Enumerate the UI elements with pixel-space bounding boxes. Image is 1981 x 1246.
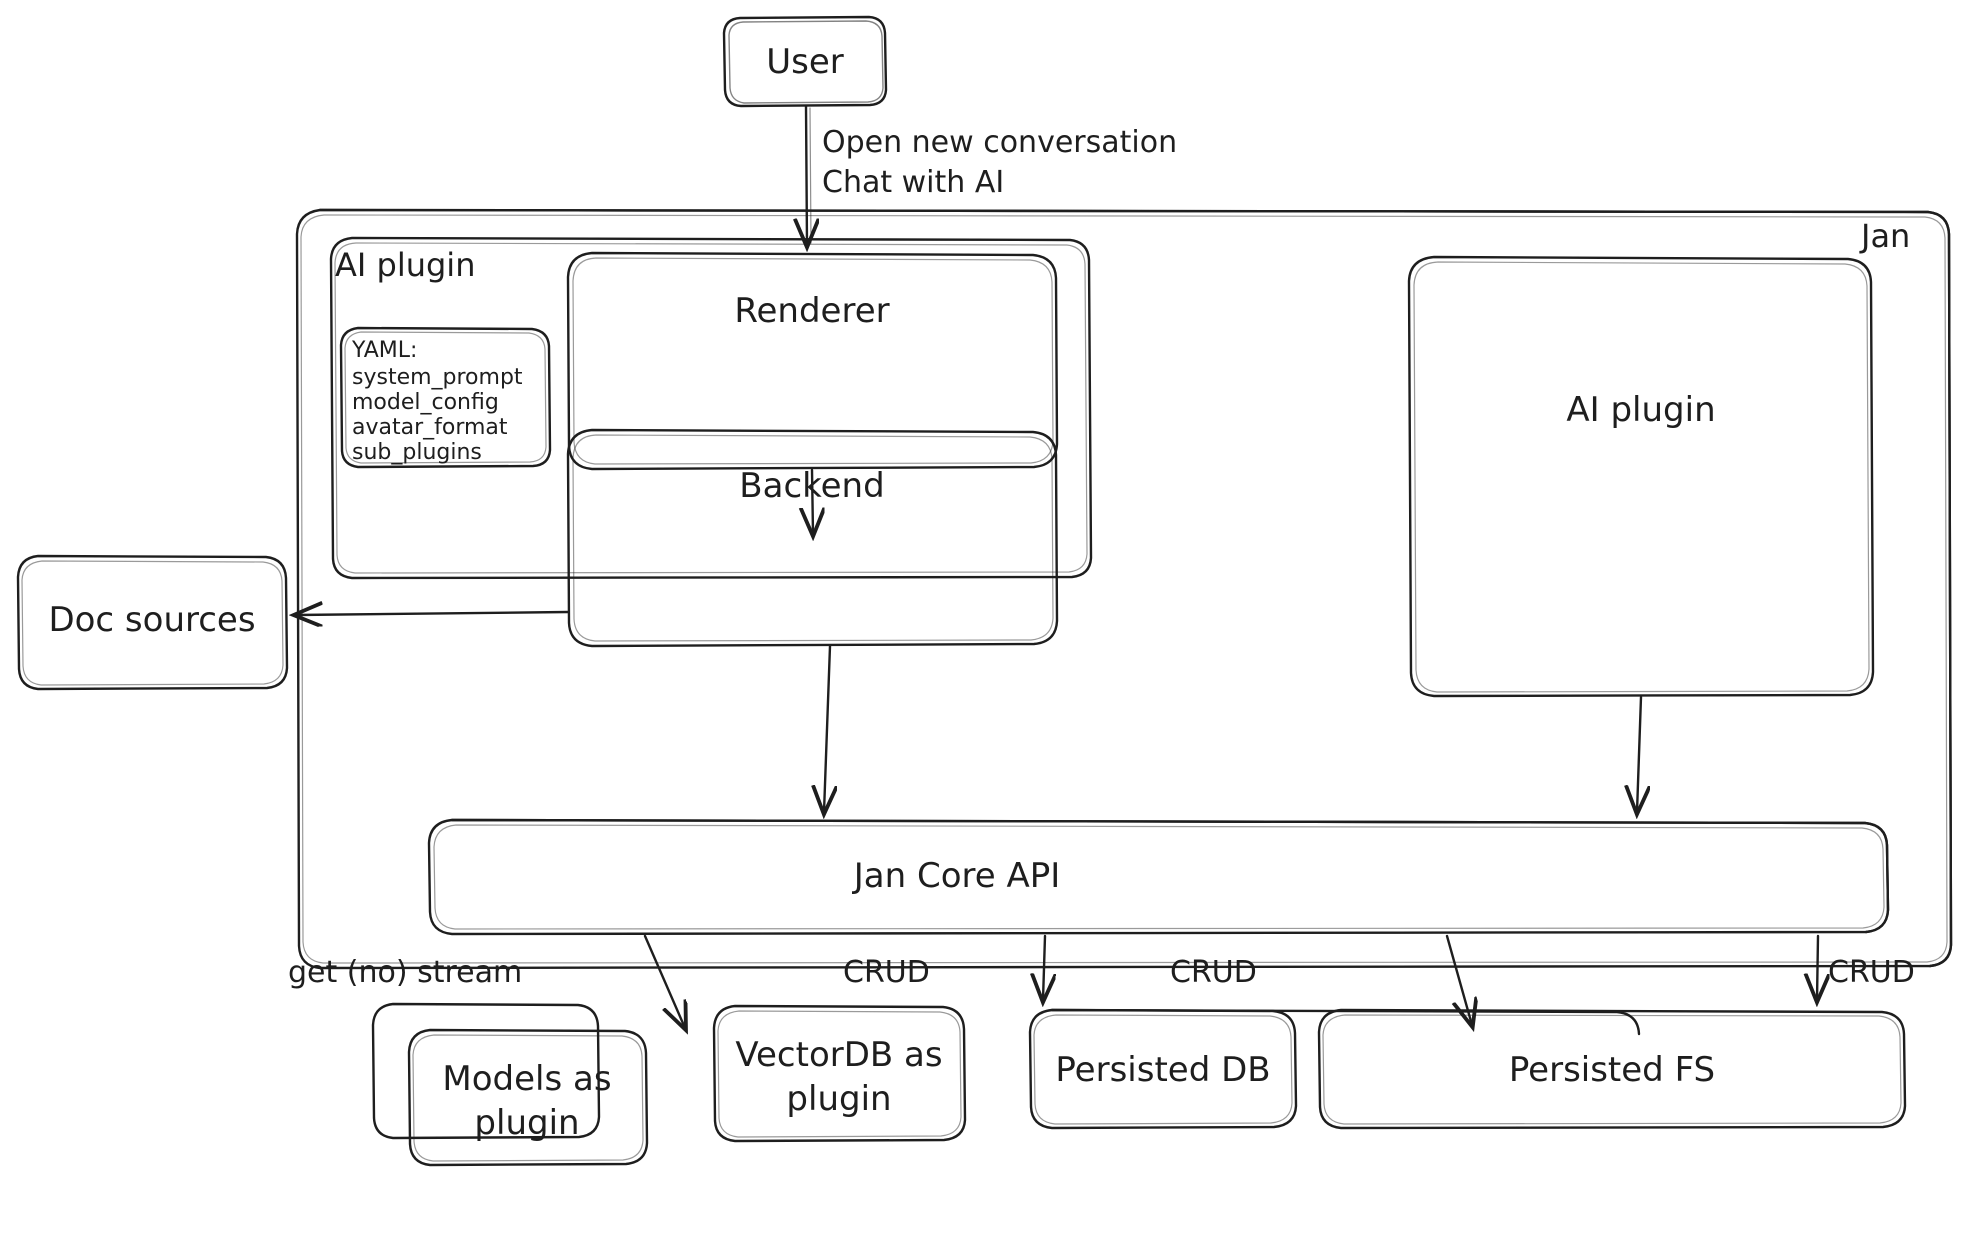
edge-backend-to-core — [824, 644, 830, 812]
ai-plugin-container-shape — [329, 236, 1093, 580]
persisted-db-box-shape — [1028, 1008, 1641, 1130]
yaml-box-shape — [339, 326, 552, 469]
jan-core-api-box-shape — [427, 818, 1890, 936]
ai-plugin-right-box-shape — [1407, 255, 1875, 698]
edge-user-to-renderer — [806, 104, 811, 245]
backend-box-shape — [566, 428, 1059, 648]
doc-sources-box-shape — [16, 554, 289, 691]
edge-renderer-to-backend — [812, 468, 813, 534]
models-back-plate-shape — [371, 1002, 601, 1140]
edge-core-to-models — [643, 934, 685, 1028]
jan-container-shape — [295, 208, 1953, 970]
models-plugin-box-shape — [407, 1028, 649, 1167]
user-box-shape — [722, 15, 888, 108]
edge-core-to-persisted-fs — [1817, 934, 1818, 1000]
renderer-box-shape — [566, 251, 1059, 471]
persisted-fs-box-shape — [1317, 1008, 1907, 1130]
edge-core-to-persisted-db — [1445, 934, 1472, 1025]
edge-core-to-vectordb — [1043, 934, 1045, 1000]
edge-ai-plugin-to-core — [1637, 695, 1641, 812]
vectordb-plugin-box-shape — [712, 1004, 967, 1143]
edge-backend-to-doc-sources — [296, 612, 570, 615]
